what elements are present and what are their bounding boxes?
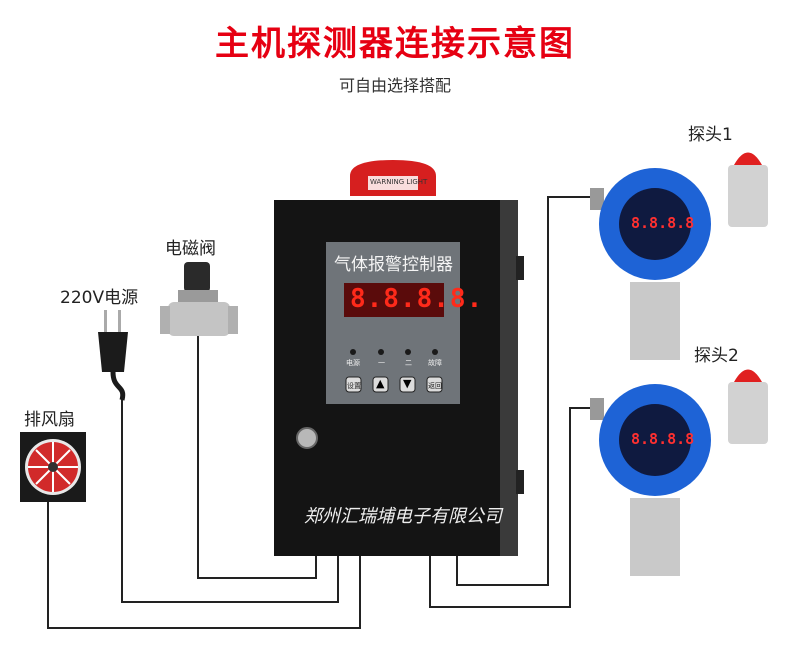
wire-valve [197,335,317,579]
indicator-label: 电源 [346,359,360,367]
down-button[interactable]: ▼ [403,377,412,390]
up-button[interactable]: ▲ [376,377,385,390]
probe-1-display: 8.8.8.8 [631,214,695,232]
probe-2-display: 8.8.8.8 [631,430,695,448]
valve-label: 电磁阀 [165,239,216,259]
power-label: 220V电源 [60,288,139,308]
brand-text: 郑州汇瑞埔电子有限公司 [304,506,502,527]
wire-fan [47,500,361,629]
probe-2-icon [590,369,768,576]
panel-title: 气体报警控制器 [334,255,453,275]
controller-display: 8.8.8.8. [350,284,484,314]
indicator-label: 一 [378,359,385,367]
power-plug-icon [98,310,128,401]
page-title: 主机探测器连接示意图 [215,24,575,64]
probe-1-icon [590,152,768,360]
solenoid-valve-icon [160,262,238,336]
beacon-label: WARNING LIGHT [370,178,428,186]
indicator-label: 故障 [428,359,442,367]
set-button[interactable]: 设置 [347,382,361,390]
wire-probe2 [429,407,592,608]
fan-label: 排风扇 [24,410,75,430]
return-button[interactable]: 返回 [428,382,442,390]
page-subtitle: 可自由选择搭配 [338,76,451,95]
wire-probe1 [456,196,592,586]
wire-power [121,390,339,603]
indicator-label: 二 [405,359,412,367]
probe-1-label: 探头1 [688,125,733,145]
controller-unit [274,160,524,556]
wires [47,196,592,629]
probe-2-label: 探头2 [694,346,739,366]
exhaust-fan-icon [20,432,86,502]
